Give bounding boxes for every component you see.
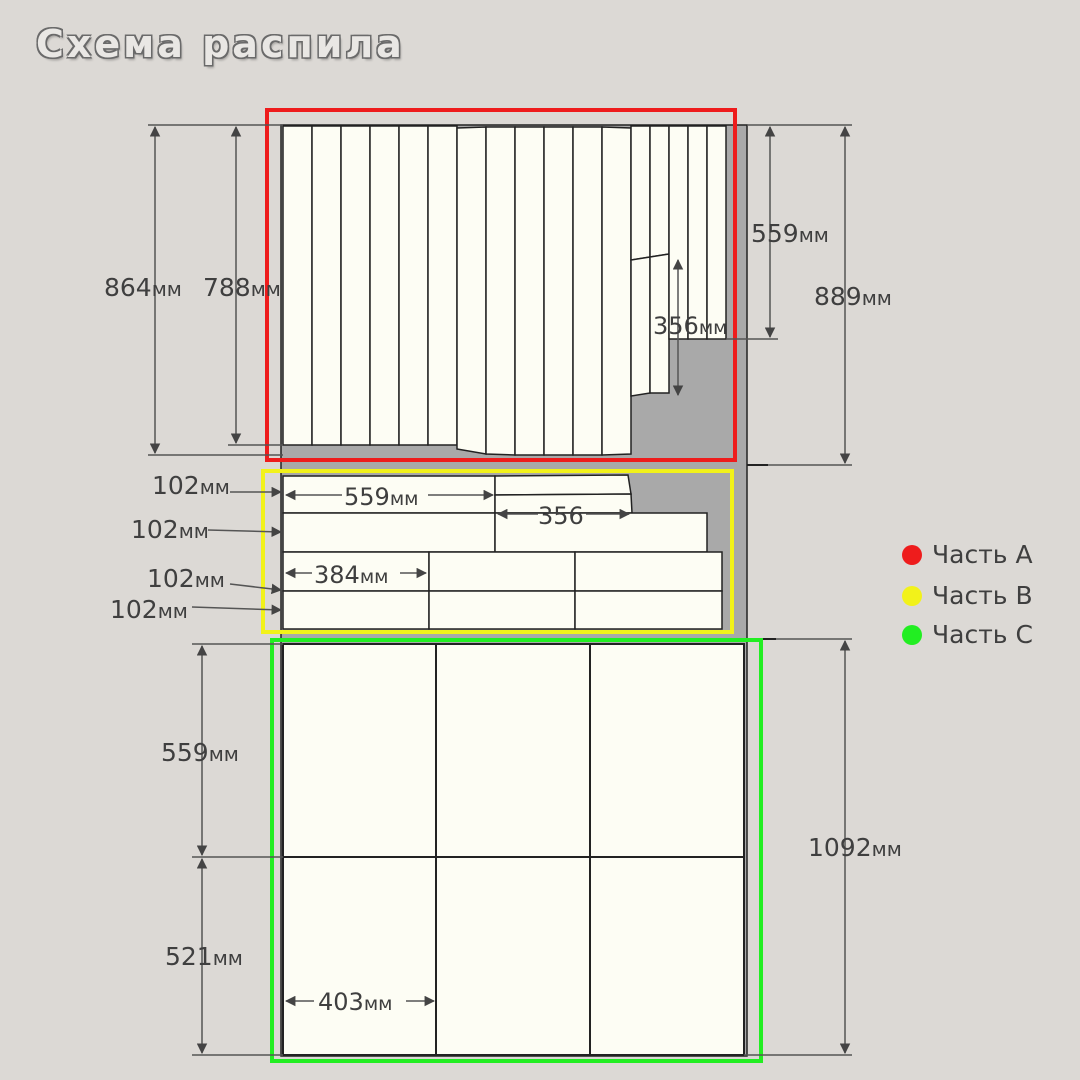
cut-piece [435,856,591,1056]
cut-piece [340,125,371,446]
leader-line [229,583,283,595]
cut-piece [589,643,745,858]
cut-piece [630,256,651,397]
dim-label-b-102: 102мм [147,564,225,593]
part-c-frame [270,638,763,1063]
part-a-pieces [282,125,727,456]
cut-piece [572,126,603,456]
dim-label-b-102: 102мм [110,595,188,624]
cut-piece [630,125,651,261]
cut-piece [311,125,342,446]
cut-piece [485,126,516,456]
dim-label-c-521: 521мм [165,942,243,971]
cut-piece [494,512,708,553]
dim-label-c-559: 559мм [161,738,239,767]
dim-label-a-559: 559мм [751,219,829,248]
cut-piece [649,253,670,394]
cut-piece [282,643,437,858]
part-a-dot-icon [902,544,922,565]
part-a-frame [265,108,737,462]
legend-item-part-c: Часть С [902,620,1033,649]
cut-piece [369,125,400,446]
cut-piece [398,125,429,446]
cut-piece [427,125,458,446]
dim-label-b-102: 102мм [152,471,230,500]
part-c-pieces [282,643,745,1056]
cut-piece [706,125,727,340]
part-b-pieces [282,474,723,630]
cut-piece [282,590,430,630]
part-c-dot-icon [902,624,922,645]
cut-piece [282,125,313,446]
cut-piece [687,125,708,340]
cut-piece [589,856,745,1056]
part-b-dot-icon [902,585,922,606]
cut-piece [574,590,723,630]
legend-item-part-a: Часть А [902,540,1033,569]
leader-line [207,526,283,537]
cut-piece [428,551,576,592]
legend-item-part-b: Часть В [902,581,1033,610]
cut-piece [649,125,670,258]
legend-label: Часть А [932,540,1033,569]
diagram-title: Схема распила [36,22,405,66]
cut-piece [514,126,545,456]
cut-piece [456,126,487,455]
leader-line [191,604,283,615]
dim-label-b-384: 384мм [314,561,388,589]
cut-piece [494,474,632,496]
cut-piece [282,856,437,1056]
dim-label-b-102: 102мм [131,515,209,544]
dim-label-c-403: 403мм [318,988,392,1016]
part-b-frame [261,469,734,634]
dim-label-b-559: 559мм [344,483,418,511]
dimension-lines [148,124,852,1056]
cut-piece [428,590,576,630]
legend-label: Часть С [932,620,1033,649]
dim-label-a-356: 356мм [653,312,727,340]
legend-label: Часть В [932,581,1033,610]
cut-piece [282,512,496,553]
dim-label-b-356: 356 [538,502,584,530]
dim-label-c-1092: 1092мм [808,833,902,862]
dim-label-a-864: 864мм [104,273,182,302]
cut-piece [543,126,574,456]
dim-label-a-889: 889мм [814,282,892,311]
cut-piece [435,643,591,858]
cut-piece [574,551,723,592]
cut-piece [601,126,632,456]
dim-label-a-788: 788мм [203,273,281,302]
